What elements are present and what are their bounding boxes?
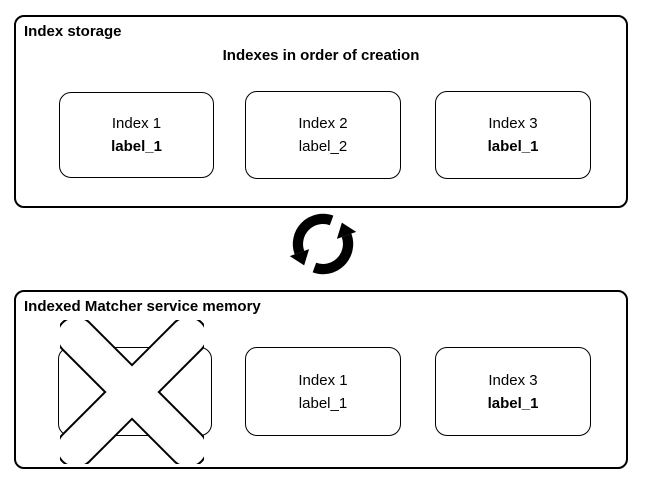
index-name: Index 3 — [488, 371, 538, 389]
index-label: label_1 — [298, 394, 348, 412]
index-label: label_2 — [298, 138, 348, 155]
memory-index1-box: Index 1 label_1 — [245, 347, 401, 436]
matcher-memory-title: Indexed Matcher service memory — [24, 298, 261, 315]
memory-index3-box: Index 3 label_1 — [435, 347, 591, 436]
storage-index3-box: Index 3 label_1 — [435, 91, 591, 179]
storage-index1-box: Index 1 label_1 — [59, 92, 214, 178]
index-storage-title: Index storage — [24, 23, 122, 40]
x-cross-icon — [60, 320, 204, 464]
index-name: Index 3 — [488, 115, 538, 132]
index-storage-container: Index storage Indexes in order of creati… — [14, 15, 628, 208]
index-label: label_1 — [111, 138, 162, 155]
index-name: Index 1 — [298, 371, 348, 389]
index-label: label_1 — [487, 138, 539, 155]
storage-index2-box: Index 2 label_2 — [245, 91, 401, 179]
creation-order-subtitle: Indexes in order of creation — [222, 47, 420, 64]
sync-arrows-icon — [289, 213, 357, 275]
index-name: Index 2 — [298, 115, 348, 132]
index-name: Index 1 — [111, 115, 162, 132]
index-label: label_1 — [487, 394, 539, 412]
matcher-memory-container: Indexed Matcher service memory Index 2 l… — [14, 290, 628, 469]
